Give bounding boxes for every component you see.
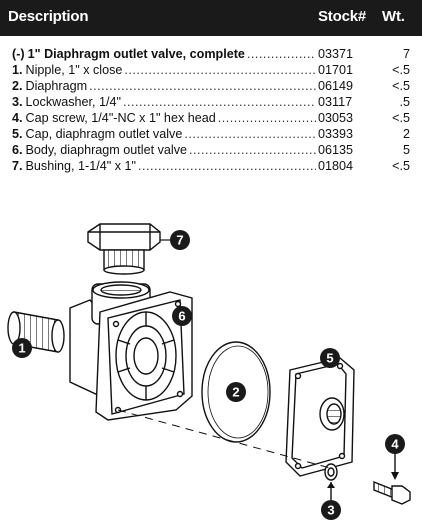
- part-name: 1" Diaphragm outlet valve, complete: [27, 47, 245, 61]
- part-stock: 01804: [318, 159, 354, 173]
- part-name: Bushing, 1-1/4" x 1": [25, 159, 136, 173]
- alignment-line: [117, 409, 331, 469]
- leader-dots: [89, 78, 316, 94]
- part-weight: 2: [402, 127, 410, 141]
- part-description: 5. Cap, diaphragm outlet valve: [12, 126, 316, 142]
- part-row-7: 7. Bushing, 1-1/4" x 1" 01804 <.5: [0, 158, 422, 174]
- part-description: 3. Lockwasher, 1/4": [12, 94, 316, 110]
- svg-text:7: 7: [176, 233, 183, 248]
- part-name: Lockwasher, 1/4": [25, 95, 121, 109]
- part-name: Nipple, 1" x close: [25, 63, 123, 77]
- svg-text:3: 3: [327, 503, 334, 518]
- parts-table-header: Description Stock# Wt.: [0, 0, 422, 36]
- description-column-header: Description: [8, 8, 89, 25]
- part-row-2: 2. Diaphragm 06149 <.5: [0, 78, 422, 94]
- part-weight: 7: [402, 47, 410, 61]
- part-weight: .5: [399, 95, 410, 109]
- part-number: 1.: [12, 63, 23, 77]
- bushing-part: [87, 223, 161, 275]
- part-weight: <.5: [392, 111, 410, 125]
- part-name: Cap, diaphragm outlet valve: [25, 127, 183, 141]
- part-number: 4.: [12, 111, 23, 125]
- part-weight: <.5: [392, 79, 410, 93]
- part-number: 2.: [12, 79, 23, 93]
- part-row-complete: (-) 1" Diaphragm outlet valve, complete …: [0, 46, 422, 62]
- part-name: Cap screw, 1/4"-NC x 1" hex head: [25, 111, 216, 125]
- part-number: 3.: [12, 95, 23, 109]
- part-row-3: 3. Lockwasher, 1/4" 03117 .5: [0, 94, 422, 110]
- leader-dots: [184, 126, 316, 142]
- part-stock: 06135: [318, 143, 354, 157]
- part-description: 1. Nipple, 1" x close: [12, 62, 316, 78]
- callout-7: 7: [170, 230, 190, 250]
- part-stock: 03393: [318, 127, 354, 141]
- part-number: 7.: [12, 159, 23, 173]
- part-stock: 03117: [318, 95, 353, 109]
- exploded-parts-diagram: 1 2 3 4 5 6 7: [7, 223, 411, 520]
- callout-5: 5: [320, 348, 340, 368]
- part-description: 6. Body, diaphragm outlet valve: [12, 142, 316, 158]
- part-name: Diaphragm: [25, 79, 88, 93]
- svg-text:2: 2: [232, 385, 239, 400]
- part-weight: <.5: [392, 159, 410, 173]
- part-stock: 03053: [318, 111, 354, 125]
- part-row-1: 1. Nipple, 1" x close 01701 <.5: [0, 62, 422, 78]
- callout-2: 2: [226, 382, 246, 402]
- callout-4: 4: [385, 434, 405, 480]
- part-description: 7. Bushing, 1-1/4" x 1": [12, 158, 316, 174]
- callout-6: 6: [172, 306, 192, 326]
- part-weight: 5: [402, 143, 410, 157]
- svg-text:5: 5: [326, 351, 333, 366]
- part-row-5: 5. Cap, diaphragm outlet valve 03393 2: [0, 126, 422, 142]
- callout-1: 1: [12, 338, 32, 358]
- leader-dots: [189, 142, 316, 158]
- leader-dots: [124, 62, 316, 78]
- svg-text:1: 1: [18, 341, 25, 356]
- cap-screw-part: [373, 480, 411, 505]
- part-stock: 06149: [318, 79, 354, 93]
- part-number: 5.: [12, 127, 23, 141]
- valve-cap-part: [285, 357, 355, 477]
- part-description: (-) 1" Diaphragm outlet valve, complete: [12, 46, 316, 62]
- valve-body-part: [69, 281, 193, 421]
- part-number: 6.: [12, 143, 23, 157]
- part-number: (-): [12, 47, 25, 61]
- part-weight: <.5: [392, 63, 410, 77]
- svg-text:6: 6: [178, 309, 185, 324]
- part-description: 4. Cap screw, 1/4"-NC x 1" hex head: [12, 110, 316, 126]
- part-row-4: 4. Cap screw, 1/4"-NC x 1" hex head 0305…: [0, 110, 422, 126]
- part-row-6: 6. Body, diaphragm outlet valve 06135 5: [0, 142, 422, 158]
- svg-text:4: 4: [391, 437, 399, 452]
- part-stock: 03371: [318, 47, 354, 61]
- callout-3: 3: [321, 482, 341, 520]
- leader-dots: [218, 110, 316, 126]
- leader-dots: [138, 158, 316, 174]
- lockwasher-part: [324, 463, 338, 481]
- leader-dots: [247, 46, 316, 62]
- part-stock: 01701: [318, 63, 354, 77]
- weight-column-header: Wt.: [382, 8, 405, 25]
- leader-dots: [123, 94, 316, 110]
- part-name: Body, diaphragm outlet valve: [25, 143, 187, 157]
- stock-column-header: Stock#: [318, 8, 366, 25]
- part-description: 2. Diaphragm: [12, 78, 316, 94]
